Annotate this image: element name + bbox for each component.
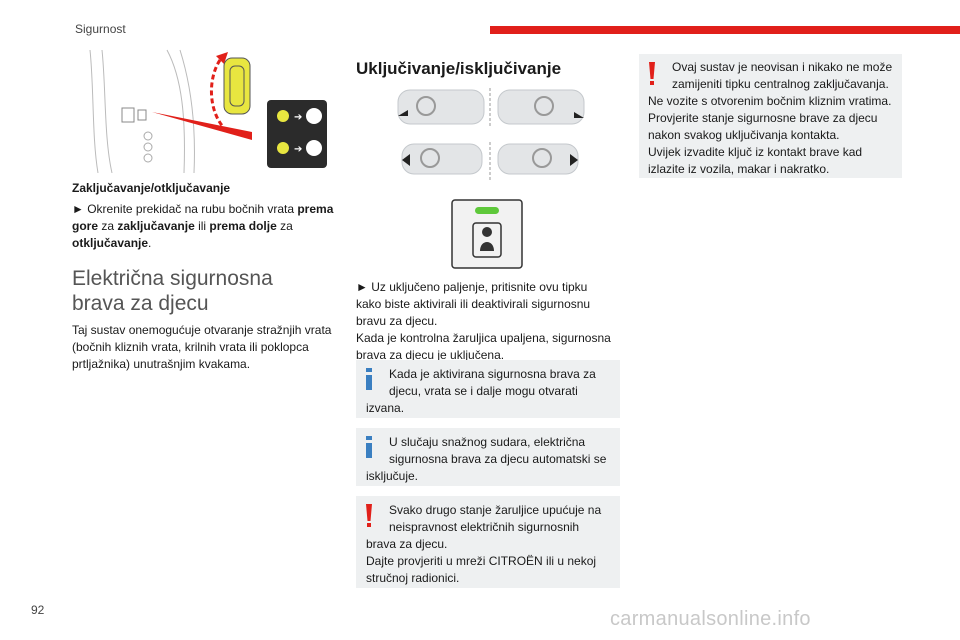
text-line: stručnoj radionici. [366, 571, 460, 585]
warning-box: Ovaj sustav je neovisan i nikako ne može… [639, 54, 902, 178]
section-title: Električna sigurnosna brava za djecu [72, 266, 273, 316]
bold-part: zaključavanje [117, 219, 195, 233]
text-line: prtljažnika) unutrašnjim kvakama. [72, 357, 251, 371]
text-line: kako biste aktivirali ili deaktivirali s… [356, 297, 591, 311]
text-line: Provjerite stanje sigurnosne brave za dj… [648, 111, 878, 125]
text-line: isključuje. [366, 469, 419, 483]
accent-bar [490, 26, 960, 34]
bold-part: prema gore [72, 202, 334, 233]
lock-unlock-instruction: ► Okrenite prekidač na rubu bočnih vrata… [72, 201, 342, 252]
button-instruction: ► Uz uključeno paljenje, pritisnite ovu … [356, 279, 611, 364]
info-icon [366, 368, 372, 390]
text-line: brava za djecu. [366, 537, 448, 551]
info-icon [366, 436, 372, 458]
text-line: izlazite iz vozila, makar i nakratko. [648, 162, 830, 176]
arrow-bullet: ► [72, 202, 84, 216]
text-line: Svako drugo stanje žaruljice upućuje na [389, 503, 602, 517]
warning-icon [649, 62, 655, 85]
section-title-line: Električna sigurnosna [72, 267, 273, 290]
door-switch-illustration: ➔ ➔ [89, 49, 327, 173]
car-layout-diagrams [397, 88, 585, 180]
bold-part: otključavanje [72, 236, 149, 250]
text-part: za [98, 219, 118, 233]
text-line: ► Uz uključeno paljenje, pritisnite ovu … [356, 280, 588, 294]
text-line: djecu, vrata se i dalje mogu otvarati [389, 384, 578, 398]
text-line: Kada je kontrolna žaruljica upaljena, si… [356, 331, 611, 345]
warning-icon [366, 504, 372, 527]
page-number: 92 [31, 603, 45, 617]
text-line: Uvijek izvadite ključ iz kontakt brave k… [648, 145, 863, 159]
text-part: Okrenite prekidač na rubu bočnih vrata [83, 202, 298, 216]
text-part: ili [194, 219, 210, 233]
text-line: U slučaju snažnog sudara, električna [389, 435, 586, 449]
text-line: zamijeniti tipku centralnog zaključavanj… [672, 77, 889, 91]
lock-unlock-heading: Zaključavanje/otključavanje [72, 181, 231, 195]
section-title-line: brava za djecu [72, 292, 209, 315]
svg-text:➔: ➔ [294, 112, 302, 123]
info-box: U slučaju snažnog sudara, električna sig… [356, 428, 620, 486]
text-line: nakon svakog uključivanja kontakta. [648, 128, 840, 142]
text-line: sigurnosna brava za djecu automatski se [389, 452, 607, 466]
text-line: Dajte provjeriti u mreži CITROËN ili u n… [366, 554, 597, 568]
watermark: carmanualsonline.info [610, 608, 811, 630]
text-line: Ne vozite s otvorenim bočnim kliznim vra… [648, 94, 892, 108]
svg-text:➔: ➔ [294, 144, 302, 155]
text-line: izvana. [366, 401, 405, 415]
bold-part: prema dolje [209, 219, 277, 233]
text-line: neispravnost električnih sigurnosnih [389, 520, 580, 534]
text-line: Ovaj sustav je neovisan i nikako ne može [672, 60, 893, 74]
text-line: Taj sustav onemogućuje otvaranje stražnj… [72, 323, 332, 337]
warning-box: Svako drugo stanje žaruljice upućuje na … [356, 496, 620, 588]
text-line: Kada je aktivirana sigurnosna brava za [389, 367, 596, 381]
text-line: brava za djecu je uključena. [356, 348, 505, 362]
text-line: bravu za djecu. [356, 314, 438, 328]
intro-paragraph: Taj sustav onemogućuje otvaranje stražnj… [72, 322, 331, 373]
text-part: za [276, 219, 293, 233]
switching-heading: Uključivanje/isključivanje [356, 59, 562, 78]
info-box: Kada je aktivirana sigurnosna brava za d… [356, 360, 620, 418]
text-line: (bočnih kliznih vrata, krilnih vrata ili… [72, 340, 309, 354]
text-part: . [148, 236, 152, 250]
section-header: Sigurnost [75, 22, 126, 36]
child-lock-button [451, 199, 523, 269]
